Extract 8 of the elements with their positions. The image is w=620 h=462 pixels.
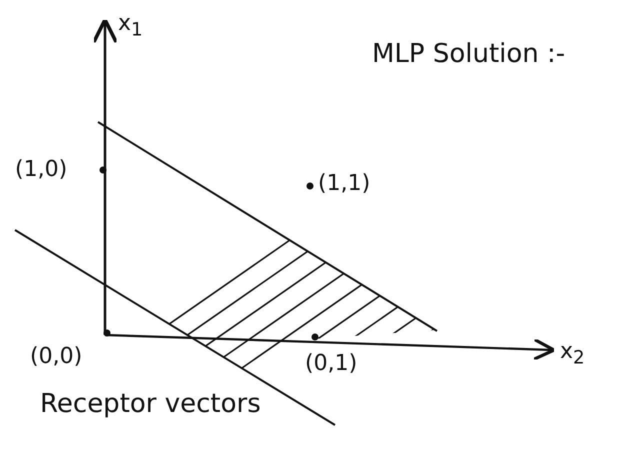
title: MLP Solution :- — [372, 40, 566, 69]
point-label: (1,0) — [15, 158, 68, 182]
axis-label: x$_{2}$ — [560, 340, 585, 369]
point-label: (0,1) — [305, 352, 358, 376]
caption: Receptor vectors — [40, 390, 261, 419]
point-label: (0,0) — [30, 345, 82, 370]
axis-label: x$_{1}$ — [118, 12, 143, 41]
point-label: (1,1) — [318, 172, 370, 196]
